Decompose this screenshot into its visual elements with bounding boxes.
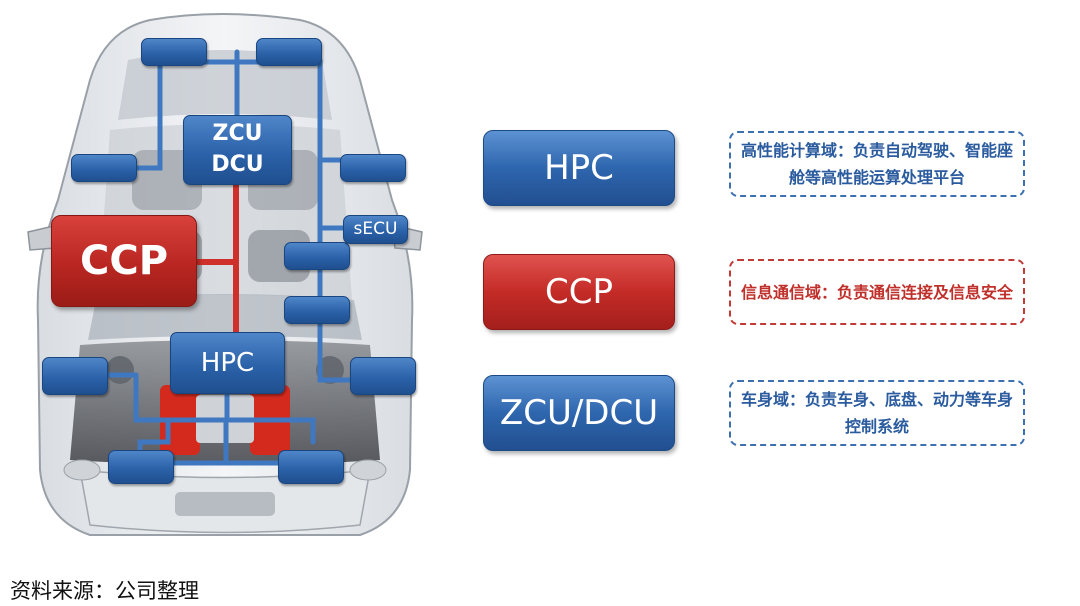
legend-zcu-dcu-description: 车身域：负责车身、底盘、动力等车身控制系统 (729, 380, 1025, 446)
legend-ccp-button: CCP (483, 254, 675, 330)
zcu-label: ZCU (212, 121, 263, 146)
ccp-link-lines (195, 178, 239, 332)
grille (175, 492, 275, 516)
legend-hpc-description: 高性能计算域：负责自动驾驶、智能座舱等高性能运算处理平台 (729, 131, 1025, 197)
left-headlight (63, 459, 101, 481)
ccp-node: CCP (51, 215, 197, 307)
front-right-strut (316, 356, 344, 384)
right-headlight (349, 459, 387, 481)
node-right-mid-1 (284, 242, 350, 270)
node-left-lower (42, 357, 108, 395)
node-left-upper (71, 154, 137, 182)
dcu-label: DCU (211, 152, 264, 177)
node-front-left (108, 450, 174, 484)
legend-zcu-dcu-button: ZCU/DCU (483, 375, 675, 451)
source-note: 资料来源：公司整理 (10, 579, 199, 603)
front-left-strut (106, 356, 134, 384)
rear-window (118, 50, 332, 120)
node-right-upper (340, 154, 406, 182)
hpc-label: HPC (200, 348, 255, 378)
node-right-mid-2 (284, 296, 350, 324)
node-rear-left (141, 38, 207, 66)
legend-ccp-description: 信息通信域：负责通信连接及信息安全 (729, 259, 1025, 325)
hpc-node: HPC (170, 332, 285, 394)
node-front-right (278, 450, 344, 484)
node-rear-right (256, 38, 322, 66)
secu-label: sECU (353, 219, 398, 239)
node-right-lower (350, 357, 416, 395)
ccp-label: CCP (79, 238, 169, 284)
legend-hpc-button: HPC (483, 130, 675, 206)
zcu-dcu-node: ZCU DCU (183, 115, 292, 185)
secu-node: sECU (343, 215, 408, 244)
